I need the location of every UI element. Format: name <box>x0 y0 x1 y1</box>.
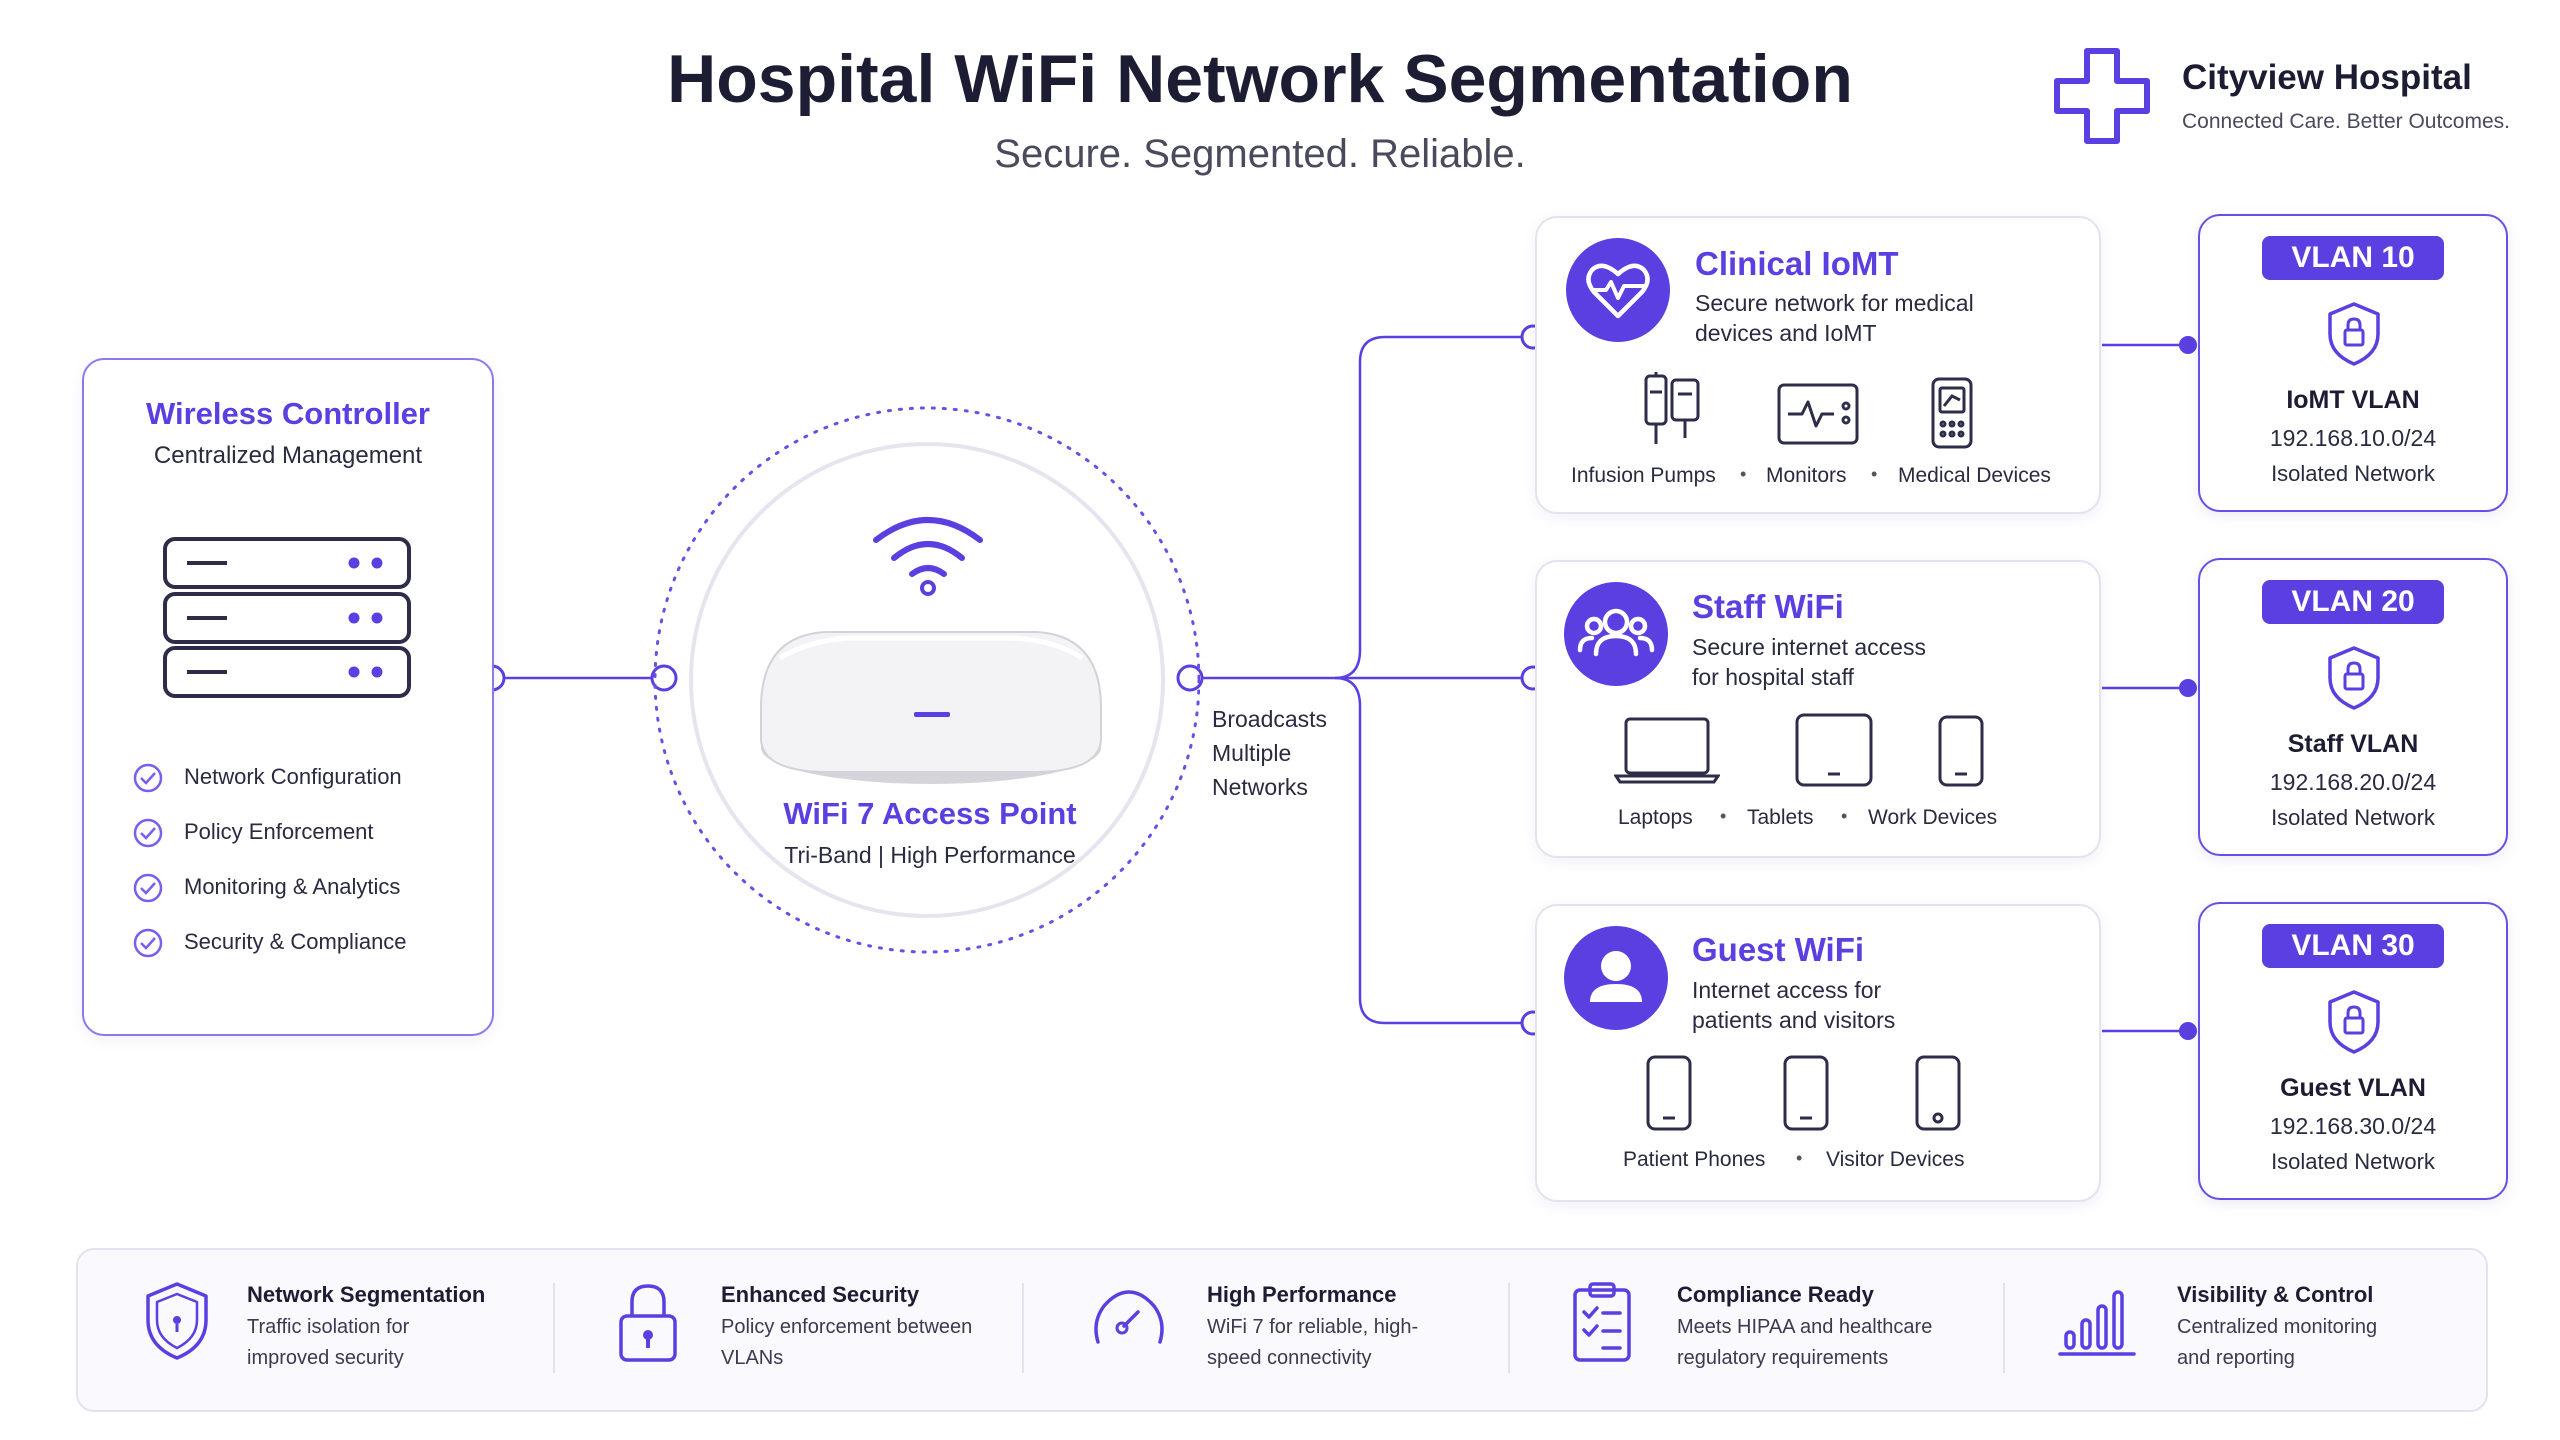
feature-title: Network Segmentation <box>247 1282 486 1307</box>
server-stack-icon <box>163 537 411 698</box>
vlan-status: Isolated Network <box>2271 805 2435 830</box>
brand-name: Cityview Hospital <box>2182 58 2472 97</box>
users-icon <box>1564 582 1668 686</box>
device-label: Medical Devices <box>1898 464 2051 487</box>
access-point-illustration <box>653 406 1200 954</box>
access-point-title: WiFi 7 Access Point <box>783 796 1077 831</box>
feature-divider <box>1508 1283 1510 1373</box>
network-desc: Secure internet access for hospital staf… <box>1692 634 1926 690</box>
feature-title: High Performance <box>1207 1282 1397 1307</box>
device-label: Tablets <box>1747 806 1814 829</box>
controller-feature: Security & Compliance <box>184 929 407 954</box>
device-label: Patient Phones <box>1623 1148 1766 1171</box>
access-point-subtitle: Tri-Band | High Performance <box>784 842 1076 868</box>
vlan-badge: VLAN 10 <box>2262 236 2444 280</box>
feature-desc: Traffic isolation for improved security <box>247 1316 410 1369</box>
network-title: Staff WiFi <box>1692 588 1844 625</box>
feature-divider <box>1022 1283 1024 1373</box>
vlan-card-30: VLAN 30 Guest VLAN 192.168.30.0/24 Isola… <box>2198 902 2508 1200</box>
vlan-subnet: 192.168.10.0/24 <box>2269 425 2437 451</box>
feature-title: Visibility & Control <box>2177 1282 2374 1307</box>
network-title: Clinical IoMT <box>1695 245 1899 282</box>
vlan-subnet: 192.168.30.0/24 <box>2269 1113 2437 1139</box>
feature-desc: WiFi 7 for reliable, high- speed connect… <box>1207 1316 1419 1369</box>
controller-feature: Network Configuration <box>184 764 402 789</box>
separator-dot: • <box>1871 464 1878 484</box>
shield-lock-icon <box>2328 646 2380 710</box>
vlan-card-20: VLAN 20 Staff VLAN 192.168.20.0/24 Isola… <box>2198 558 2508 856</box>
shield-lock-icon <box>2328 302 2380 366</box>
shield-icon <box>146 1282 208 1360</box>
work-phone-icon <box>1938 715 1984 787</box>
separator-dot: • <box>1720 806 1727 826</box>
feature-title: Compliance Ready <box>1677 1282 1874 1307</box>
network-desc: Secure network for medical devices and I… <box>1695 290 1974 346</box>
vlan-name: IoMT VLAN <box>2286 386 2420 414</box>
feature-title: Enhanced Security <box>721 1282 920 1307</box>
features-bar <box>76 1248 2488 1412</box>
device-label: Work Devices <box>1868 806 1998 829</box>
feature-desc: Meets HIPAA and healthcare regulatory re… <box>1677 1316 1933 1369</box>
laptop-icon <box>1614 717 1720 784</box>
visitor-phone-icon <box>1783 1055 1829 1131</box>
network-desc: Internet access for patients and visitor… <box>1692 977 1896 1033</box>
controller-feature: Policy Enforcement <box>184 819 374 844</box>
padlock-icon <box>619 1284 677 1362</box>
brand-tagline: Connected Care. Better Outcomes. <box>2182 110 2510 133</box>
shield-lock-icon <box>2328 990 2380 1054</box>
device-label: Monitors <box>1766 464 1847 487</box>
medical-device-icon <box>1931 377 1973 449</box>
check-circle-icon <box>133 873 163 903</box>
vlan-card-10: VLAN 10 IoMT VLAN 192.168.10.0/24 Isolat… <box>2198 214 2508 512</box>
heart-pulse-icon <box>1566 238 1670 342</box>
separator-dot: • <box>1740 464 1747 484</box>
controller-subtitle: Centralized Management <box>153 442 423 469</box>
vlan-status: Isolated Network <box>2271 1149 2435 1174</box>
infusion-pump-icon <box>1644 372 1700 444</box>
wifi-icon <box>873 517 983 596</box>
vlan-name: Staff VLAN <box>2287 730 2419 758</box>
visitor-device-icon <box>1915 1055 1961 1131</box>
check-circle-icon <box>133 763 163 793</box>
device-label: Laptops <box>1618 806 1693 829</box>
user-icon <box>1564 926 1668 1030</box>
speedometer-icon <box>1094 1290 1164 1344</box>
vlan-subnet: 192.168.20.0/24 <box>2269 769 2437 795</box>
vlan-status: Isolated Network <box>2271 461 2435 486</box>
broadcast-label: Broadcasts Multiple Networks <box>1212 706 1328 800</box>
medical-cross-icon <box>2054 48 2150 144</box>
separator-dot: • <box>1796 1148 1803 1168</box>
controller-title: Wireless Controller <box>146 396 430 431</box>
vlan-badge: VLAN 30 <box>2262 924 2444 968</box>
feature-desc: Policy enforcement between VLANs <box>721 1316 973 1369</box>
page-title: Hospital WiFi Network Segmentation <box>667 41 1853 117</box>
feature-desc: Centralized monitoring and reporting <box>2177 1316 2378 1369</box>
patient-phone-icon <box>1646 1055 1692 1131</box>
vlan-badge: VLAN 20 <box>2262 580 2444 624</box>
feature-divider <box>553 1283 555 1373</box>
device-label: Infusion Pumps <box>1571 464 1716 487</box>
vlan-name: Guest VLAN <box>2280 1074 2426 1102</box>
controller-feature: Monitoring & Analytics <box>184 874 401 899</box>
check-circle-icon <box>133 818 163 848</box>
network-title: Guest WiFi <box>1692 931 1865 968</box>
check-circle-icon <box>133 928 163 958</box>
feature-divider <box>2003 1283 2005 1373</box>
monitor-icon <box>1777 383 1859 445</box>
device-label: Visitor Devices <box>1826 1148 1965 1171</box>
clipboard-check-icon <box>1573 1282 1631 1362</box>
bar-chart-icon <box>2058 1290 2136 1356</box>
page-subtitle: Secure. Segmented. Reliable. <box>994 132 1526 176</box>
separator-dot: • <box>1841 806 1848 826</box>
tablet-icon <box>1795 713 1873 787</box>
